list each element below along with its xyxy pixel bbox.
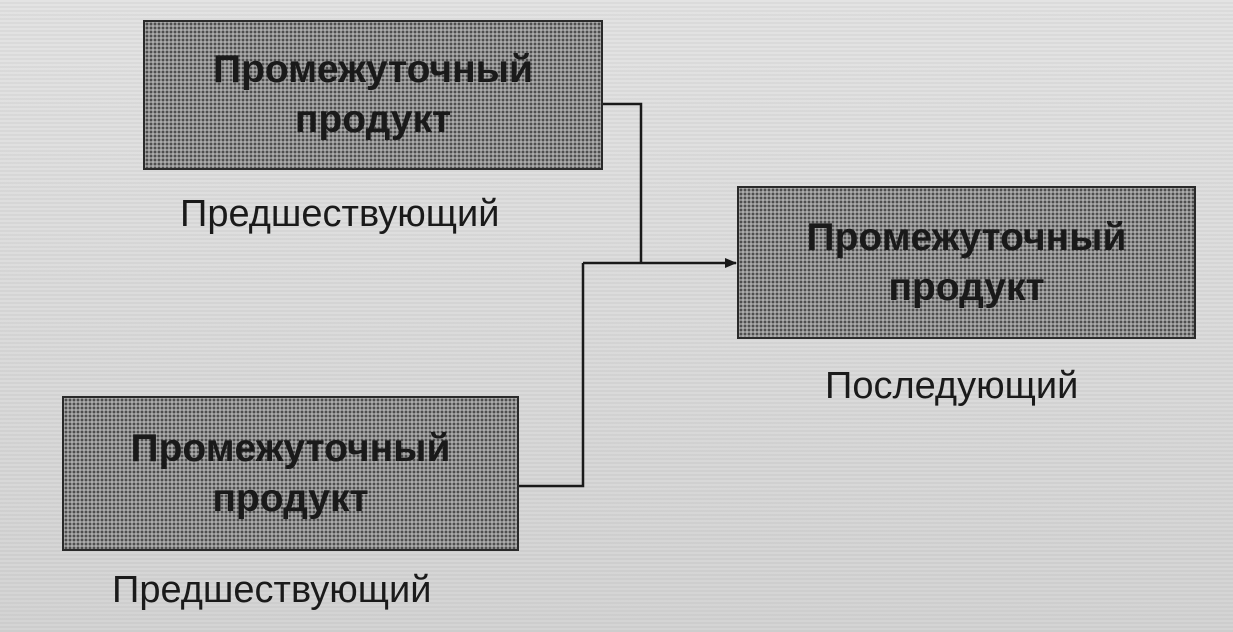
caption-bottom-predecessor: Предшествующий (112, 569, 432, 611)
edge-bottom-to-right (519, 263, 585, 488)
node-right-intermediate-product: Промежуточный продукт (737, 186, 1196, 339)
node-label-line-2: продукт (294, 98, 452, 141)
node-label-line-2: продукт (212, 476, 369, 520)
node-label-line-1: Промежуточный (213, 48, 533, 91)
node-label-line-1: Промежуточный (130, 426, 451, 470)
node-label-line-2: продукт (888, 265, 1045, 309)
caption-right-successor: Последующий (825, 365, 1079, 407)
edge-top-to-right (603, 102, 643, 263)
node-label-line-1: Промежуточный (806, 215, 1127, 259)
node-bottom-intermediate-product: Промежуточный продукт (62, 396, 519, 551)
node-top-intermediate-product: Промежуточный продукт (143, 20, 603, 170)
caption-top-predecessor: Предшествующий (180, 193, 500, 235)
